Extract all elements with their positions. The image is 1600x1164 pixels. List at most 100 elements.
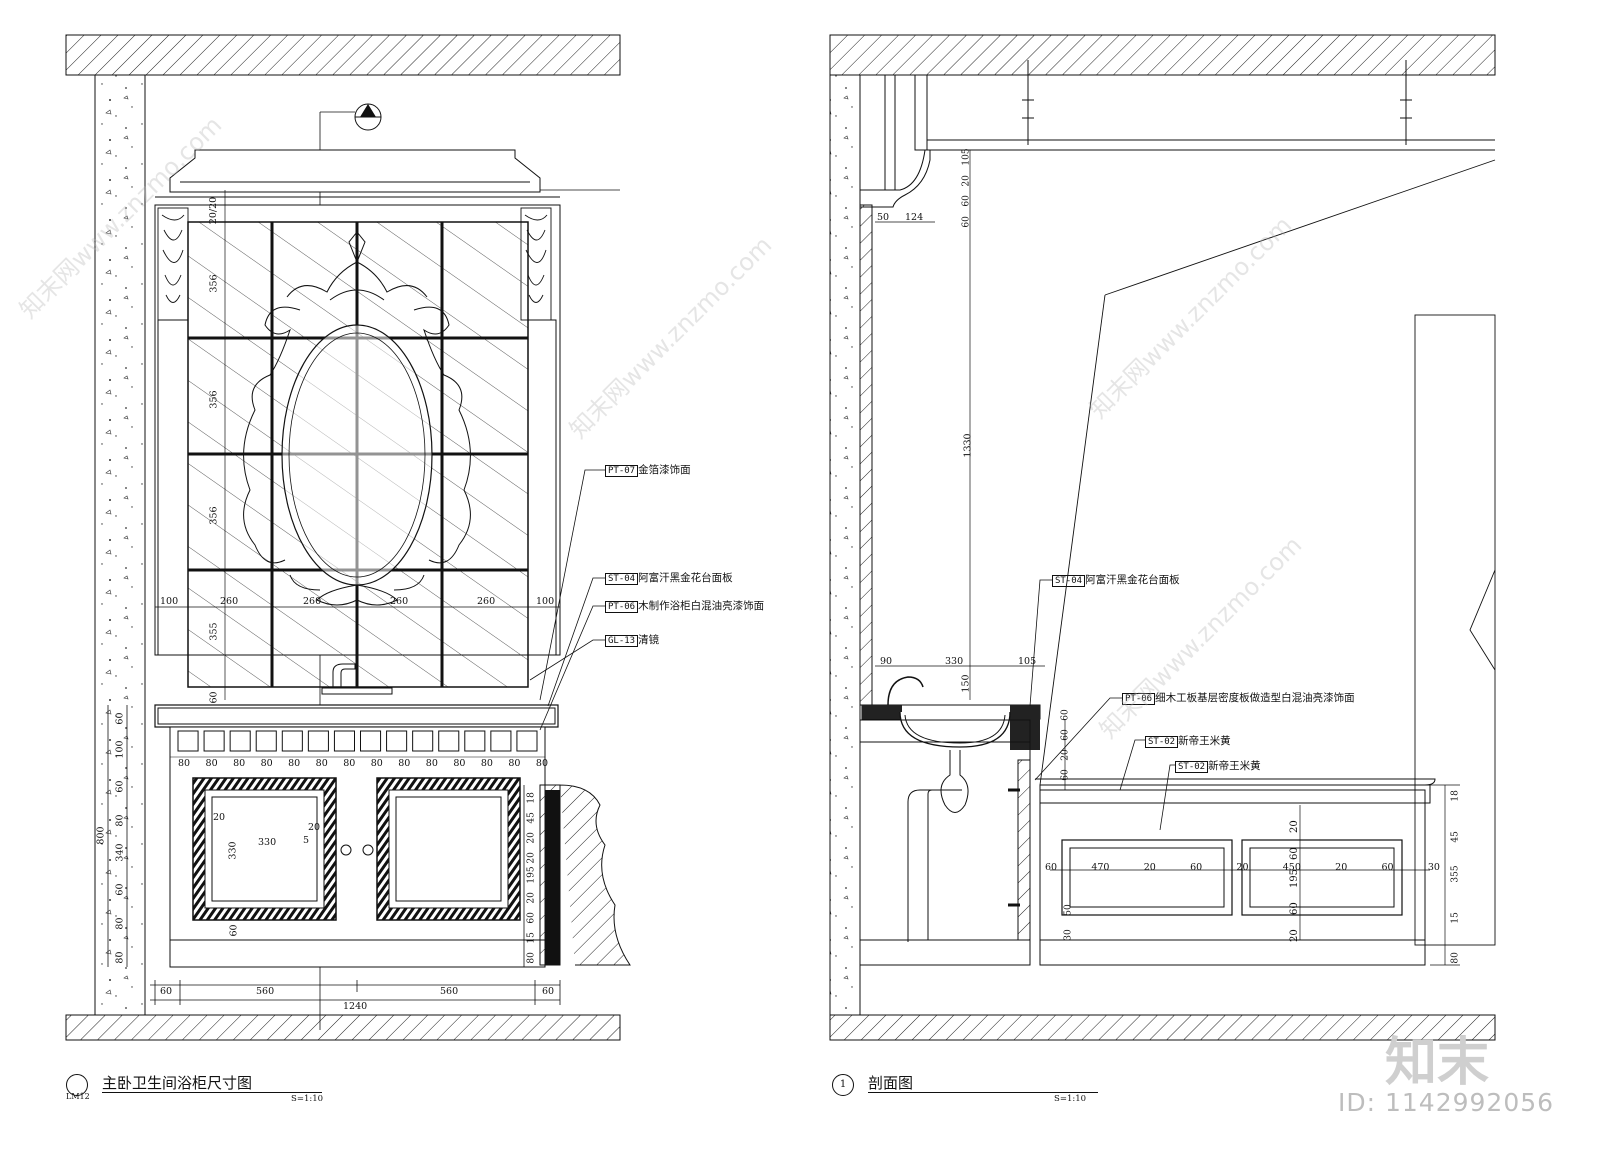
callout-text: 新帝王米黄 bbox=[1208, 760, 1261, 772]
drawer-panel bbox=[255, 730, 277, 752]
drawer-panel bbox=[307, 730, 329, 752]
sheet-ref-circle bbox=[66, 1074, 88, 1096]
dim-left-vertical: 60 bbox=[114, 883, 126, 896]
dim-left-vertical: 80 bbox=[114, 917, 126, 930]
image-id: ID: 1142992056 bbox=[1338, 1088, 1555, 1117]
drawer-panel bbox=[281, 730, 303, 752]
faucet-icon bbox=[887, 676, 924, 706]
dim-grid: 100 bbox=[160, 596, 179, 607]
dim-mid-vertical: 50 bbox=[1063, 904, 1074, 916]
dim-door-small: 60 bbox=[228, 924, 240, 937]
callout-code: ST-02 bbox=[1145, 736, 1179, 748]
door-knob-icon bbox=[362, 844, 374, 856]
watermark-text: 知末网www.znzmo.com bbox=[14, 111, 228, 325]
dim-right-vertical: 60 bbox=[526, 912, 537, 924]
dim-grid: 260 bbox=[390, 596, 409, 607]
drawer-panel bbox=[333, 730, 355, 752]
dim-apron-panel-vertical: 195 bbox=[1289, 868, 1301, 888]
dim-apron-panel-vertical: 60 bbox=[1289, 847, 1301, 861]
dim-row: 356 bbox=[208, 506, 220, 525]
dim-right-vertical: 20 bbox=[526, 892, 537, 904]
dim-drawer: 80 bbox=[315, 758, 328, 769]
dim-apron-panel: 20 bbox=[1143, 862, 1156, 873]
dim-left-vertical: 60 bbox=[114, 780, 126, 793]
cabinet-door-right[interactable] bbox=[376, 777, 521, 921]
dim-top-vertical: 105 bbox=[961, 148, 972, 166]
drawer-panel bbox=[177, 730, 199, 752]
dim-apron-panel: 30 bbox=[1427, 862, 1440, 873]
view-scale: S=1:10 bbox=[1054, 1094, 1087, 1104]
dim-cabinet-vertical: 60 bbox=[1060, 769, 1071, 781]
dim-left-vertical: 80 bbox=[114, 814, 126, 827]
sink-basin bbox=[899, 711, 1011, 748]
brand-logo: 知末 bbox=[1385, 1033, 1490, 1093]
dim-top-vertical: 60 bbox=[961, 216, 972, 228]
dim-row: 356 bbox=[208, 274, 220, 293]
drawer-panel bbox=[229, 730, 251, 752]
dim-grid: 260 bbox=[303, 596, 322, 607]
callout-code: PT-07 bbox=[605, 465, 639, 477]
dim-grid: 260 bbox=[477, 596, 496, 607]
callout-text: 金箔漆饰面 bbox=[638, 464, 691, 476]
dim-drawer: 80 bbox=[453, 758, 466, 769]
dim-drawer: 80 bbox=[343, 758, 356, 769]
dim-apron-panel: 60 bbox=[1045, 862, 1058, 873]
dim-drawer: 80 bbox=[370, 758, 383, 769]
dim-bottom: 560 bbox=[256, 986, 275, 997]
dim-door-width: 330 bbox=[258, 837, 277, 848]
drawer-panel bbox=[360, 730, 382, 752]
dim-drawer: 80 bbox=[288, 758, 301, 769]
dim-apron-panel: 20 bbox=[1236, 862, 1249, 873]
dim-right-vertical: 45 bbox=[526, 812, 537, 824]
dim-row: 60 bbox=[208, 691, 220, 704]
dim-drawer: 80 bbox=[508, 758, 521, 769]
dim-drawer: 80 bbox=[233, 758, 246, 769]
dim-apron-panel: 60 bbox=[1381, 862, 1394, 873]
dim-bottom: 60 bbox=[160, 986, 173, 997]
dim-top: 124 bbox=[905, 212, 924, 223]
watermark-text: 知末网www.znzmo.com bbox=[564, 231, 778, 445]
dim-right-vertical: 80 bbox=[526, 952, 537, 964]
dim-sink: 90 bbox=[880, 656, 893, 667]
callout-code: ST-04 bbox=[605, 573, 639, 585]
floor-slab bbox=[829, 1014, 1496, 1041]
dim-cabinet-vertical: 20 bbox=[1060, 749, 1071, 761]
dim-right-vertical: 195 bbox=[526, 866, 537, 884]
dim-top-vertical: 60 bbox=[961, 195, 972, 207]
faucet-icon bbox=[332, 663, 356, 688]
callout-text: 木制作浴柜白混油亮漆饰面 bbox=[638, 600, 765, 612]
door-knob-icon bbox=[340, 844, 352, 856]
ornate-oval-mirror bbox=[243, 231, 471, 606]
drawer-panel bbox=[438, 730, 460, 752]
dim-right-vertical: 15 bbox=[526, 932, 537, 944]
dim-bottom: 60 bbox=[542, 986, 555, 997]
callout-code: GL-13 bbox=[605, 635, 639, 647]
dim-apron-panel: 20 bbox=[1335, 862, 1348, 873]
cabinet-door-left[interactable] bbox=[192, 777, 337, 921]
dim-apron-panel-vertical: 20 bbox=[1289, 820, 1301, 834]
dim-left-vertical: 80 bbox=[114, 951, 126, 964]
drain-trap bbox=[907, 750, 969, 942]
dim-right-vertical: 18 bbox=[1450, 790, 1461, 802]
sheet-ref: LM12 bbox=[66, 1092, 90, 1101]
dim-row: 356 bbox=[208, 390, 220, 409]
dim-bottom: 560 bbox=[440, 986, 459, 997]
dim-top: 50 bbox=[877, 212, 890, 223]
dim-right-vertical: 15 bbox=[1450, 911, 1461, 924]
dim-door-height: 330 bbox=[227, 841, 239, 860]
dim-left-total: 800 bbox=[95, 826, 107, 845]
dim-drawer: 80 bbox=[178, 758, 191, 769]
dim-sink: 105 bbox=[1018, 656, 1037, 667]
cabinet-elevation-drawing bbox=[65, 34, 631, 1041]
drawer-panel bbox=[490, 730, 512, 752]
